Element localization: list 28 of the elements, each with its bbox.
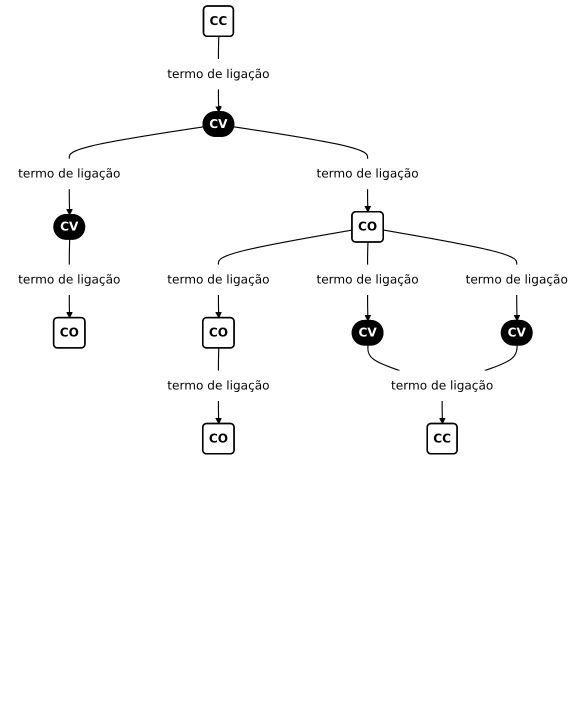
node-text: termo de ligação xyxy=(316,166,419,181)
node-text: termo de ligação xyxy=(18,272,120,287)
arrow xyxy=(215,294,222,318)
node-text: termo de ligação xyxy=(167,378,270,393)
connector xyxy=(218,348,220,371)
connector xyxy=(484,345,518,372)
connector xyxy=(234,126,368,159)
arrow xyxy=(439,400,446,424)
node-text: termo de ligação xyxy=(167,66,270,81)
node-text: termo de ligação xyxy=(167,272,270,287)
connector xyxy=(218,229,352,265)
node-text: termo de ligação xyxy=(391,378,494,393)
arrow xyxy=(514,294,520,322)
arrow xyxy=(215,89,222,113)
node-text: termo de ligação xyxy=(316,272,419,287)
connector xyxy=(68,126,204,159)
connector xyxy=(383,229,518,265)
connector xyxy=(367,242,369,265)
node-text: termo de ligação xyxy=(18,166,120,181)
connector xyxy=(367,345,400,372)
arrow xyxy=(364,189,372,212)
arrow xyxy=(364,294,372,322)
arrow xyxy=(66,294,73,318)
arrow xyxy=(215,400,222,424)
arrow xyxy=(66,189,73,216)
node-text: termo de ligação xyxy=(466,272,568,287)
connector xyxy=(68,239,70,265)
connector xyxy=(218,36,220,59)
